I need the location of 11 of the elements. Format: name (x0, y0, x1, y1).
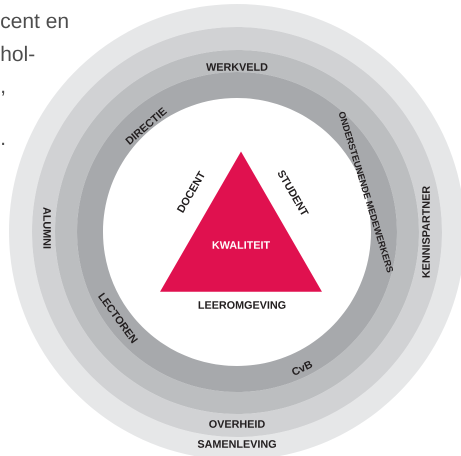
text-fragment: . (2, 142, 4, 145)
ring-label: WERKVELD (206, 63, 268, 71)
ring-label: SAMENLEVING (198, 440, 276, 448)
text-fragment: cent en (1, 14, 68, 28)
text-fragment: hol- (2, 46, 34, 62)
side-label: LEEROMGEVING (198, 301, 286, 309)
text-fragment: , (2, 90, 4, 96)
ring-label: OVERHEID (209, 420, 265, 428)
ring-label: CvB (292, 361, 312, 375)
ring-label: KENNISPARTNER (422, 186, 430, 278)
ring-label: ALUMNI (43, 207, 51, 248)
